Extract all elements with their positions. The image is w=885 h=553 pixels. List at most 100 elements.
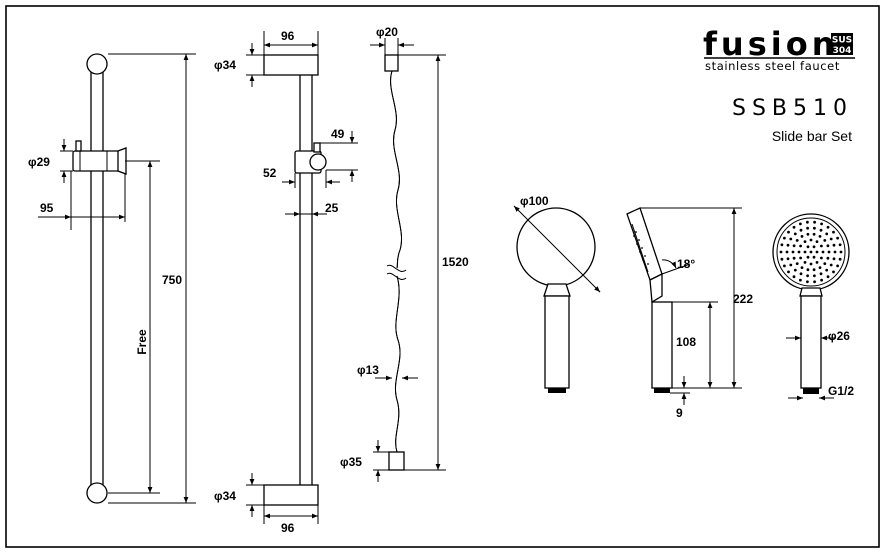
product-name: Slide bar Set bbox=[772, 128, 852, 144]
dim-bar-diam: 25 bbox=[325, 201, 339, 215]
shower-head-front-view: φ100 bbox=[513, 194, 601, 393]
nozzle bbox=[825, 232, 829, 236]
nozzle bbox=[799, 256, 802, 260]
hose-bottom-nut bbox=[388, 451, 405, 471]
nozzle bbox=[799, 272, 803, 276]
brand-tagline: stainless steel faucet bbox=[705, 59, 840, 73]
nozzle bbox=[820, 278, 823, 282]
nozzle bbox=[803, 261, 807, 264]
nozzle bbox=[832, 243, 836, 247]
hose-top-nut bbox=[384, 54, 399, 72]
nozzle bbox=[799, 228, 803, 232]
nozzle bbox=[806, 232, 810, 236]
holder-knob bbox=[309, 153, 327, 171]
dim-total-length: 222 bbox=[733, 292, 753, 306]
slide-bar bbox=[90, 63, 104, 497]
nozzle bbox=[792, 256, 796, 260]
head-handle bbox=[544, 295, 570, 389]
nozzle bbox=[838, 243, 842, 247]
nozzle bbox=[789, 263, 793, 267]
shower-holder bbox=[72, 150, 126, 172]
bottom-bracket-knob bbox=[86, 482, 108, 504]
dim-holder-height: 49 bbox=[331, 127, 345, 141]
model-number: SSB510 bbox=[732, 96, 853, 121]
dim-hose-bottom-diam: φ35 bbox=[340, 455, 362, 469]
holder-pin bbox=[75, 140, 82, 152]
nozzle bbox=[779, 250, 783, 254]
nozzle bbox=[820, 244, 823, 248]
brand-logo: fusion bbox=[703, 25, 838, 63]
nozzle bbox=[836, 236, 839, 240]
nozzle bbox=[780, 257, 784, 261]
face-nozzles bbox=[779, 220, 843, 284]
nozzle bbox=[806, 255, 810, 259]
dim-thread-height: 9 bbox=[676, 406, 683, 420]
slide-bar-front-view: φ29 95 Free 750 bbox=[28, 53, 196, 504]
shower-head-side-view: 18° 108 222 9 bbox=[626, 207, 753, 420]
head-disc bbox=[516, 207, 596, 287]
face-thread bbox=[803, 388, 819, 394]
dim-thread-size: G1/2 bbox=[828, 384, 854, 398]
nozzle bbox=[825, 268, 829, 272]
nozzle bbox=[806, 220, 809, 224]
nozzle bbox=[826, 275, 830, 279]
nozzle bbox=[813, 226, 816, 230]
nozzle bbox=[795, 262, 799, 265]
nozzle bbox=[839, 250, 843, 254]
dim-bar-offset: 95 bbox=[40, 201, 54, 215]
nozzle bbox=[812, 268, 816, 272]
nozzle bbox=[783, 236, 786, 240]
dim-head-diam: φ100 bbox=[520, 194, 549, 208]
nozzle bbox=[812, 245, 816, 249]
nozzle bbox=[820, 256, 823, 260]
hose-break bbox=[386, 264, 407, 272]
dim-free: Free bbox=[135, 329, 149, 355]
dim-handle-length: 108 bbox=[676, 335, 696, 349]
nozzle bbox=[793, 268, 797, 272]
nozzle bbox=[826, 244, 830, 248]
nozzle bbox=[791, 250, 795, 254]
drawing-frame bbox=[5, 5, 880, 548]
nozzle bbox=[780, 243, 784, 247]
nozzle bbox=[820, 222, 823, 226]
nozzle bbox=[787, 230, 790, 234]
bottom-bracket bbox=[263, 484, 319, 506]
dim-head-angle: 18° bbox=[677, 257, 695, 271]
nozzle bbox=[829, 237, 833, 241]
dim-bar-length: 750 bbox=[162, 273, 182, 287]
nozzle bbox=[806, 268, 810, 272]
shower-head-face-view: φ26 G1/2 bbox=[772, 213, 854, 401]
dim-bar-top-diam: φ29 bbox=[28, 155, 50, 169]
nozzle bbox=[797, 250, 801, 254]
nozzle bbox=[795, 239, 799, 242]
nozzle bbox=[812, 255, 816, 259]
nozzle bbox=[785, 250, 789, 254]
nozzle bbox=[809, 238, 813, 242]
dim-bracket-top-width: 96 bbox=[281, 29, 295, 43]
nozzle bbox=[813, 220, 816, 224]
head-thread bbox=[548, 388, 566, 393]
nozzle bbox=[823, 239, 827, 242]
nozzle bbox=[806, 245, 810, 249]
nozzle bbox=[789, 237, 793, 241]
sus-badge bbox=[831, 33, 853, 55]
dim-hose-top-diam: φ20 bbox=[376, 25, 398, 39]
nozzle bbox=[819, 228, 823, 232]
dim-hose-length: 1520 bbox=[442, 255, 469, 269]
nozzle bbox=[826, 225, 830, 229]
nozzle bbox=[827, 250, 831, 254]
nozzle bbox=[818, 235, 822, 238]
nozzle bbox=[792, 244, 796, 248]
nozzle bbox=[836, 264, 839, 268]
nozzle bbox=[812, 232, 816, 236]
sus-badge-top: SUS bbox=[832, 36, 852, 46]
nozzle bbox=[832, 270, 835, 274]
nozzle bbox=[793, 232, 797, 236]
nozzle bbox=[792, 275, 796, 279]
side-thread bbox=[654, 388, 670, 393]
nozzle bbox=[832, 230, 835, 234]
nozzle bbox=[809, 250, 813, 254]
nozzle bbox=[786, 243, 790, 247]
nozzle bbox=[833, 250, 837, 254]
spray-dots bbox=[633, 231, 649, 265]
